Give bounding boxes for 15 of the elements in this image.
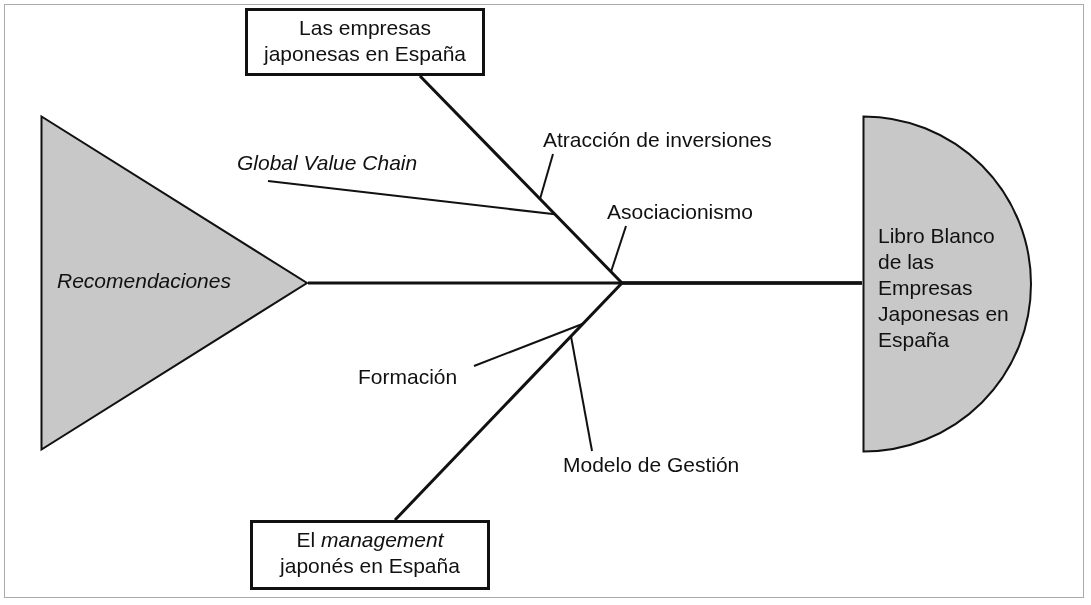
leader-line: [610, 225, 627, 273]
leader-line: [473, 322, 584, 367]
cause-label: Formación: [358, 365, 458, 389]
category-box: El management japonés en España: [250, 520, 490, 590]
triangle-label: Recomendaciones: [57, 269, 231, 293]
leader-line: [267, 180, 556, 216]
cause-label: Atracción de inversiones: [543, 128, 772, 152]
category-box: Las empresas japonesas en España: [245, 8, 485, 76]
leader-line: [570, 335, 593, 452]
cause-label: Asociacionismo: [607, 200, 753, 224]
cause-label: Global Value Chain: [237, 151, 418, 175]
leader-line: [539, 153, 554, 200]
bone-line: [393, 281, 862, 522]
cause-label: Modelo de Gestión: [563, 453, 740, 477]
outcome-label: Libro Blanco de las Empresas Japonesas en España: [878, 223, 1010, 353]
